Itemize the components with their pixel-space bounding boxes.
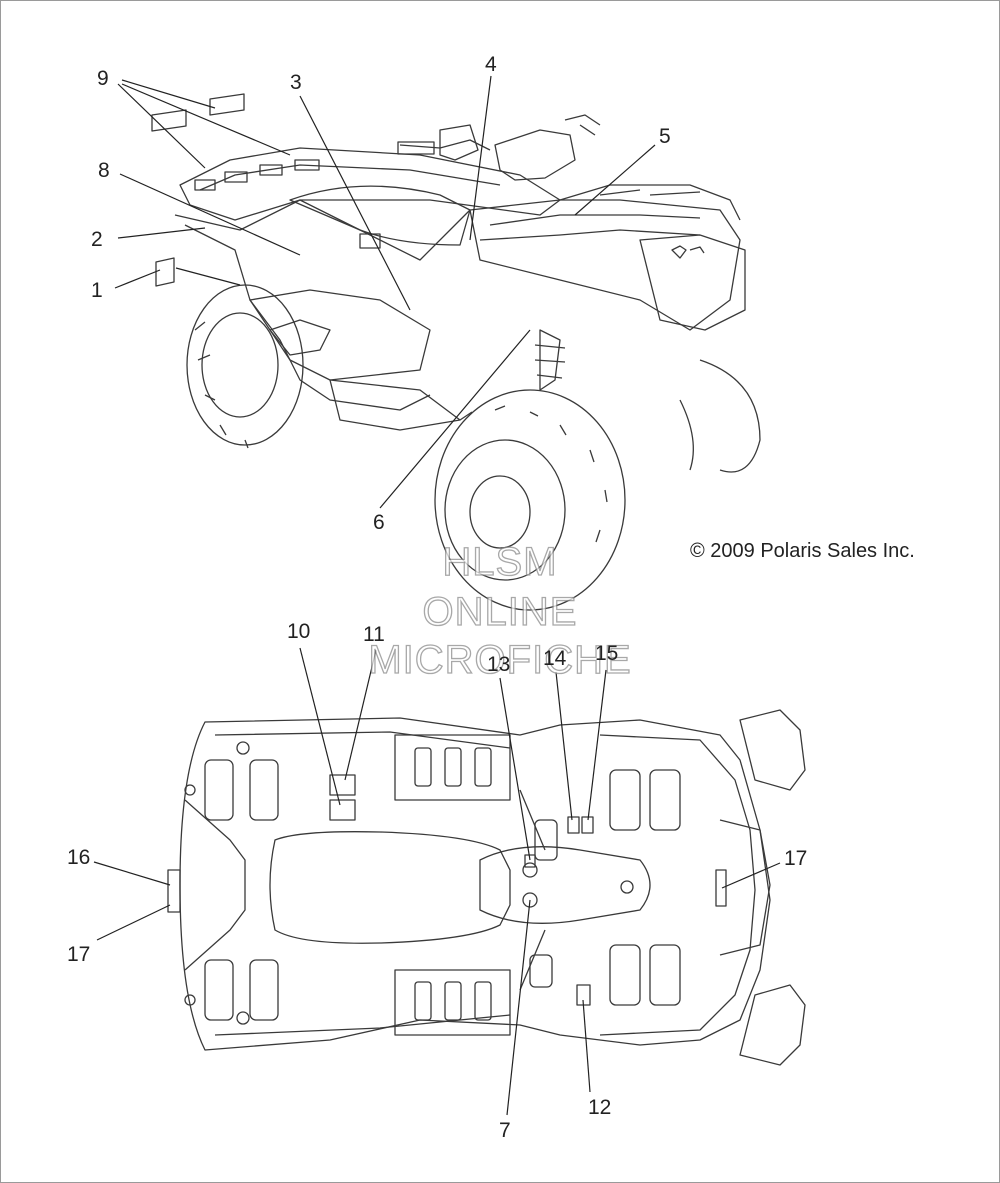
decal-9a (151, 109, 187, 132)
callout-12: 12 (588, 1096, 612, 1119)
callout-16: 16 (67, 846, 91, 869)
callout-5: 5 (659, 125, 671, 148)
watermark-line-1: HLSM (442, 540, 558, 584)
decal-1 (155, 257, 175, 287)
leader-lines (93, 75, 781, 1116)
callout-14: 14 (543, 647, 567, 670)
atv-side-view (151, 93, 761, 611)
callout-15: 15 (595, 642, 619, 665)
callout-6: 6 (373, 511, 385, 534)
decal-16 (167, 869, 181, 913)
callout-11: 11 (363, 623, 385, 646)
decal-17-front (715, 869, 727, 907)
watermark-line-3: MICROFICHE (368, 638, 632, 682)
callout-10: 10 (287, 620, 311, 643)
callout-4: 4 (485, 53, 497, 76)
callout-17-front: 17 (784, 847, 808, 870)
callout-17-rear: 17 (67, 943, 91, 966)
atv-top-view (167, 709, 806, 1066)
callout-13: 13 (487, 653, 511, 676)
decal-9b (209, 93, 245, 116)
decal-11 (329, 774, 356, 796)
decal-15 (581, 816, 594, 834)
decal-10 (329, 799, 356, 821)
decal-14 (567, 816, 580, 834)
decal-13 (524, 854, 536, 868)
callout-1: 1 (91, 279, 103, 302)
callout-7: 7 (499, 1119, 511, 1142)
callout-3: 3 (290, 71, 302, 94)
copyright-notice: © 2009 Polaris Sales Inc. (690, 540, 915, 562)
callout-2: 2 (91, 228, 103, 251)
callout-8: 8 (98, 159, 110, 182)
callout-9: 9 (97, 67, 109, 90)
watermark-line-2: ONLINE (422, 590, 578, 634)
